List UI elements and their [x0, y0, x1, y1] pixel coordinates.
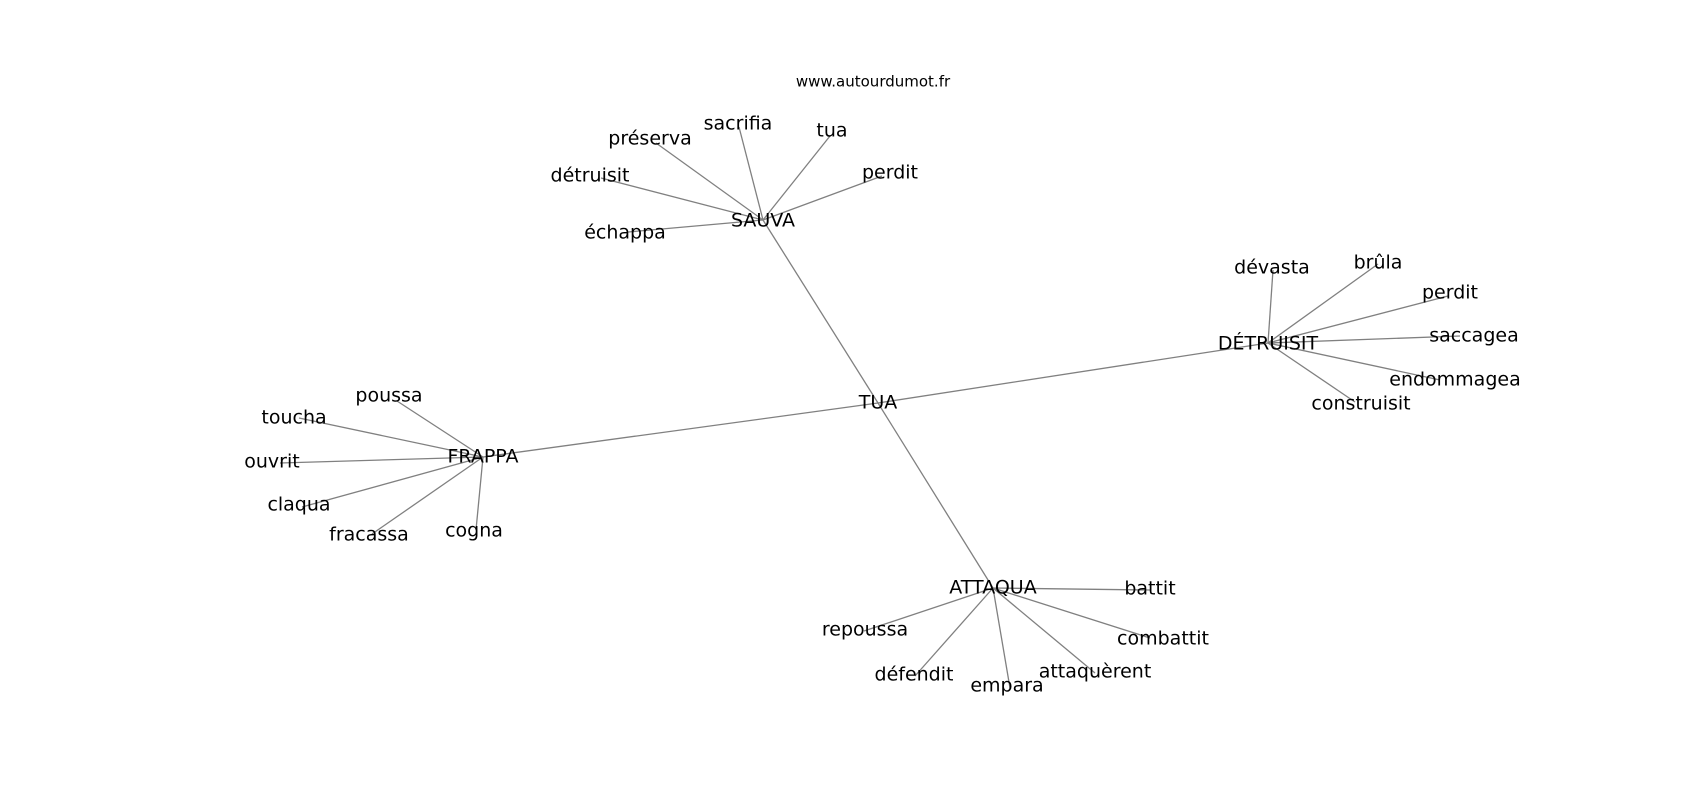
- hub-node-sauva: SAUVA: [731, 210, 795, 232]
- edge-attaqua-repoussa: [863, 587, 994, 632]
- leaf-node-detruisit-endommagea: endommagea: [1389, 369, 1520, 391]
- leaf-node-sauva-sacrifia: sacrifia: [704, 113, 773, 135]
- edge-detruisit-devasta: [1267, 269, 1274, 344]
- leaf-node-frappa-claqua: claqua: [267, 494, 330, 516]
- leaf-node-frappa-toucha: toucha: [261, 407, 326, 429]
- edge-frappa-poussa: [396, 400, 484, 458]
- leaf-node-attaqua-combattit: combattit: [1117, 628, 1209, 650]
- edge-detruisit-endommagea: [1267, 342, 1441, 381]
- leaf-node-frappa-fracassa: fracassa: [329, 524, 409, 546]
- edge-center-detruisit: [877, 342, 1269, 404]
- leaf-node-sauva-preserva: préserva: [608, 128, 691, 150]
- edge-frappa-ouvrit: [279, 456, 484, 464]
- edge-sauva-perdit: [762, 175, 883, 221]
- edge-frappa-fracassa: [371, 456, 484, 535]
- hub-node-frappa: FRAPPA: [447, 446, 518, 468]
- edge-sauva-echappa: [627, 219, 764, 233]
- leaf-node-sauva-perdit: perdit: [862, 162, 918, 184]
- leaf-node-attaqua-repoussa: repoussa: [822, 619, 908, 641]
- leaf-node-sauva-echappa: échappa: [584, 222, 666, 244]
- edge-attaqua-combattit: [992, 587, 1151, 639]
- edge-sauva-preserva: [655, 142, 764, 221]
- edge-attaqua-attaquerent: [992, 587, 1096, 674]
- edge-detruisit-construisit: [1267, 342, 1356, 403]
- graph-labels: TUA SAUVA DÉTRUISIT FRAPPA ATTAQUA prése…: [244, 113, 1520, 697]
- edge-detruisit-perdit: [1267, 295, 1449, 344]
- leaf-node-attaqua-battit: battit: [1124, 578, 1175, 600]
- leaf-node-attaqua-attaquerent: attaquèrent: [1039, 661, 1152, 683]
- edge-sauva-sacrifia: [738, 126, 764, 221]
- edge-frappa-toucha: [298, 417, 484, 458]
- edge-frappa-cogna: [475, 456, 484, 531]
- leaf-node-detruisit-saccagea: saccagea: [1429, 325, 1518, 347]
- edge-frappa-claqua: [301, 456, 484, 508]
- edge-attaqua-empara: [992, 587, 1011, 689]
- watermark: www.autourdumot.fr: [796, 73, 951, 91]
- edge-center-frappa: [482, 402, 879, 458]
- leaf-node-frappa-ouvrit: ouvrit: [244, 451, 299, 473]
- edge-attaqua-defendit: [914, 587, 994, 677]
- edge-center-sauva: [762, 219, 879, 404]
- leaf-node-detruisit-brula: brûla: [1354, 252, 1403, 274]
- leaf-node-sauva-detruisit: détruisit: [551, 165, 630, 187]
- leaf-node-detruisit-perdit: perdit: [1422, 282, 1478, 304]
- hub-node-detruisit: DÉTRUISIT: [1218, 332, 1319, 355]
- edge-detruisit-saccagea: [1267, 335, 1461, 344]
- edge-sauva-tua: [762, 135, 831, 221]
- hub-node-attaqua: ATTAQUA: [949, 577, 1036, 599]
- center-node: TUA: [858, 392, 898, 414]
- leaf-node-attaqua-defendit: défendit: [875, 664, 954, 686]
- leaf-node-sauva-tua: tua: [816, 120, 847, 142]
- leaf-node-detruisit-construisit: construisit: [1311, 393, 1410, 415]
- edge-center-attaqua: [877, 402, 994, 589]
- graph-edges: [279, 126, 1461, 689]
- leaf-node-detruisit-devasta: dévasta: [1234, 257, 1310, 279]
- leaf-node-frappa-cogna: cogna: [445, 520, 503, 542]
- leaf-node-frappa-poussa: poussa: [355, 385, 422, 407]
- edge-sauva-detruisit: [600, 177, 764, 221]
- edge-detruisit-brula: [1267, 263, 1379, 344]
- edge-attaqua-battit: [992, 587, 1151, 591]
- leaf-node-attaqua-empara: empara: [970, 675, 1043, 697]
